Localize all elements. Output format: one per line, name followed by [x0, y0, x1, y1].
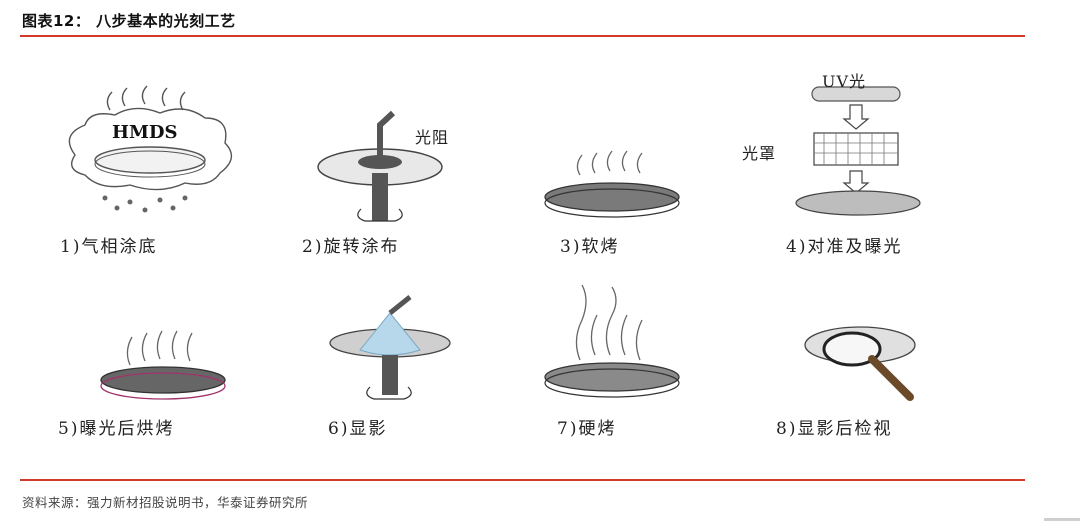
hmds-label: HMDS [112, 122, 178, 143]
step-3-illustration [544, 150, 680, 218]
photoresist-label: 光阻 [415, 128, 450, 147]
step-5-caption: 5)曝光后烘烤 [58, 419, 175, 439]
bottom-divider [20, 479, 1025, 481]
step-3-caption: 3)软烤 [560, 237, 620, 257]
corner-decoration [1044, 518, 1080, 521]
step-2-illustration [317, 110, 443, 222]
step-1-illustration [68, 85, 233, 213]
source-note: 资料来源：强力新材招股说明书，华泰证券研究所 [22, 495, 309, 510]
step-2-caption: 2)旋转涂布 [302, 237, 400, 257]
step-4-caption: 4)对准及曝光 [786, 237, 903, 257]
step-4-illustration [795, 86, 921, 216]
step-7-caption: 7)硬烤 [557, 419, 617, 439]
step-6-illustration [329, 295, 451, 400]
step-7-illustration [544, 285, 680, 398]
step-5-illustration [100, 330, 226, 400]
step-6-caption: 6)显影 [328, 419, 388, 439]
uv-light-label: UV光 [822, 72, 867, 91]
step-8-caption: 8)显影后检视 [776, 419, 893, 439]
step-8-illustration [804, 326, 916, 401]
figure-title: 图表12： 八步基本的光刻工艺 [22, 12, 236, 30]
photomask-label: 光罩 [742, 144, 777, 163]
top-divider [20, 35, 1025, 37]
step-1-caption: 1)气相涂底 [60, 237, 158, 257]
